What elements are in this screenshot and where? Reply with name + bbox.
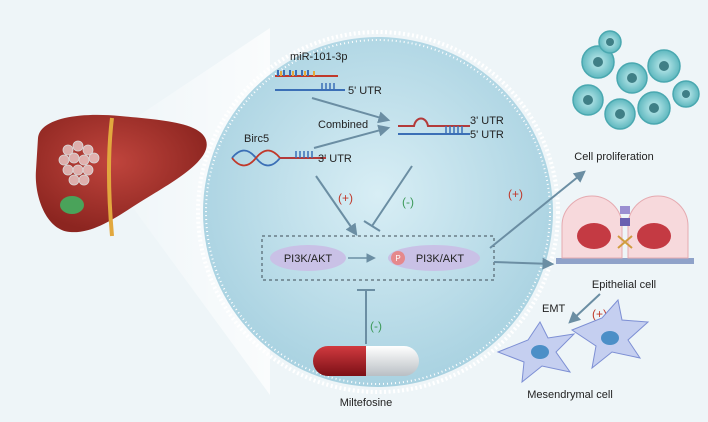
proliferation-plus-sign: (+) bbox=[508, 187, 523, 201]
emt-label: EMT bbox=[542, 303, 566, 315]
mirna-strand bbox=[275, 70, 345, 91]
epithelial-cell-label: Epithelial cell bbox=[592, 279, 656, 291]
birc5-plus-sign: (+) bbox=[338, 191, 353, 205]
birc5-label: Birc5 bbox=[244, 133, 269, 145]
phosphate-icon bbox=[391, 251, 405, 265]
cell-body bbox=[203, 37, 553, 387]
cell-membrane-inner bbox=[205, 39, 551, 385]
liver-illustration bbox=[35, 114, 207, 237]
p-pi3k-oval bbox=[388, 245, 480, 271]
mesenchymal-cells-icon bbox=[496, 298, 650, 384]
proliferation-arrow bbox=[489, 170, 586, 249]
pi3k-label: PI3K/AKT bbox=[284, 253, 333, 265]
combined-label: Combined bbox=[318, 119, 368, 131]
phospho-mark: P bbox=[395, 254, 400, 263]
birc5-to-combined-arrow bbox=[313, 124, 391, 149]
utr3-combo-label: 3' UTR bbox=[470, 115, 504, 127]
pathway-box bbox=[261, 235, 495, 281]
miltefosine-capsule-icon bbox=[313, 346, 419, 376]
p-pi3k-label: PI3K/AKT bbox=[416, 253, 465, 265]
mirna-to-combined-arrow bbox=[311, 97, 391, 124]
proliferating-cells-icon bbox=[572, 30, 700, 130]
combined-inhibition-line bbox=[363, 165, 413, 232]
epithelial-cells-icon bbox=[556, 195, 694, 264]
tumor-cluster bbox=[58, 140, 100, 186]
miltefosine-label: Miltefosine bbox=[340, 397, 393, 409]
cell-membrane-outer bbox=[196, 30, 560, 394]
utr5-combo-label: 5' UTR bbox=[470, 129, 504, 141]
miltefosine-inhibition-line bbox=[357, 289, 375, 344]
pi3k-oval bbox=[270, 245, 346, 271]
mesenchymal-cell-label: Mesendrymal cell bbox=[527, 389, 613, 401]
mirna-label: miR-101-3p bbox=[290, 51, 347, 63]
drug-minus-sign: (-) bbox=[370, 319, 382, 333]
birc5-activation-arrow bbox=[315, 175, 358, 236]
cell-proliferation-label: Cell proliferation bbox=[574, 151, 653, 163]
utr3-birc-label: 3' UTR bbox=[318, 153, 352, 165]
birc5-helix bbox=[231, 149, 326, 167]
combined-minus-sign: (-) bbox=[402, 195, 414, 209]
utr5-top-label: 5' UTR bbox=[348, 85, 382, 97]
epithelial-arrow bbox=[493, 257, 555, 270]
emt-arrow bbox=[568, 293, 601, 324]
combined-duplex bbox=[398, 117, 470, 135]
